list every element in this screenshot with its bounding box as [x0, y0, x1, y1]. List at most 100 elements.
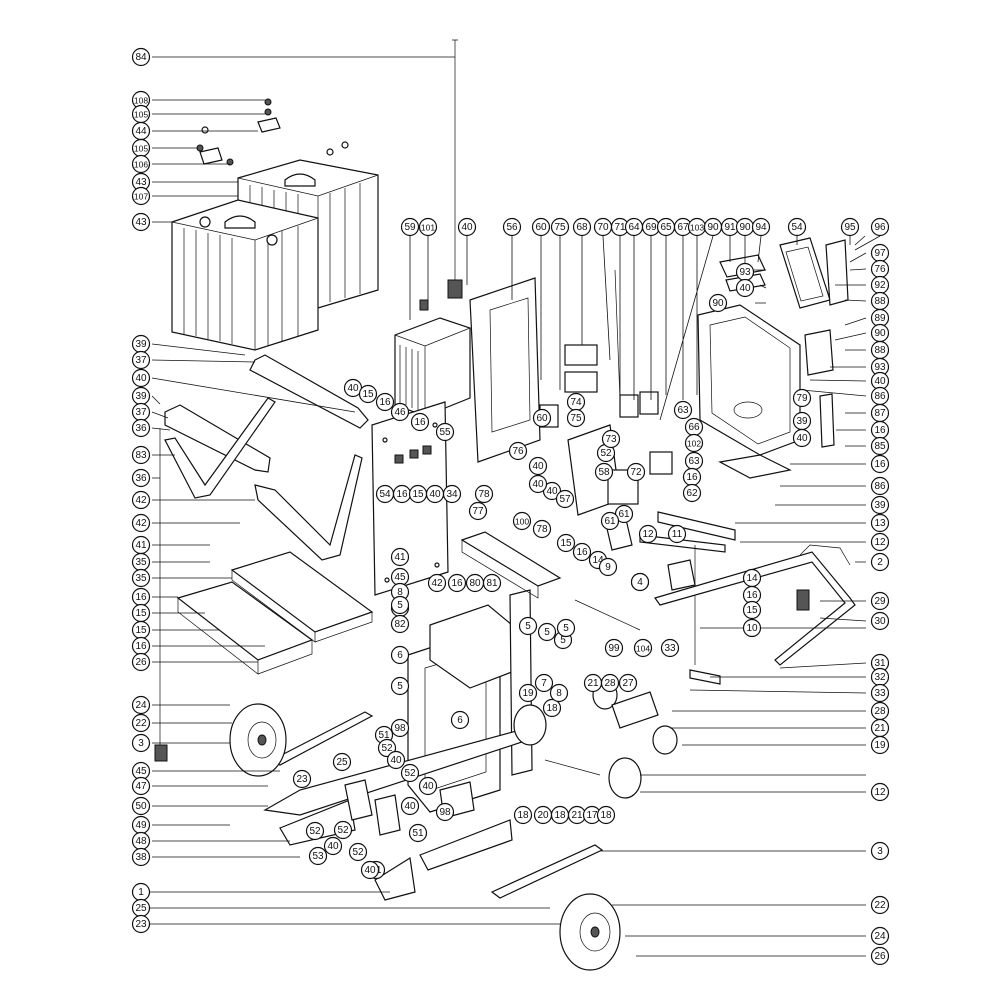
callout-2: 2: [870, 552, 890, 572]
callout-number: 5: [397, 600, 403, 611]
callout-circle: [348, 842, 368, 862]
callout-number: 14: [746, 573, 758, 584]
callout-37: 37: [131, 350, 151, 370]
callout-circle: [735, 278, 755, 298]
callout-circle: [375, 392, 395, 412]
callout-47: 47: [131, 776, 151, 796]
callout-39: 39: [131, 386, 151, 406]
callout-17: 17: [582, 805, 602, 825]
callout-circle: [390, 595, 410, 615]
callout-65: 65: [656, 217, 676, 237]
callout-number: 86: [874, 391, 886, 402]
callout-number: 23: [135, 919, 147, 930]
enclosure-box: [697, 304, 801, 456]
callout-circle: [305, 821, 325, 841]
callout-78: 78: [532, 519, 552, 539]
callout-76: 76: [508, 441, 528, 461]
callout-circle: [435, 422, 455, 442]
callout-18: 18: [596, 805, 616, 825]
callout-number: 51: [378, 730, 390, 741]
callout-number: 24: [874, 931, 886, 942]
callout-circle: [131, 418, 151, 438]
axle-parts: [544, 511, 736, 776]
callout-number: 46: [394, 407, 406, 418]
callout-number: 15: [560, 538, 572, 549]
callout-49: 49: [131, 815, 151, 835]
callout-97: 97: [870, 243, 890, 263]
callout-42: 42: [131, 490, 151, 510]
callout-circle: [131, 847, 151, 867]
callout-number: 16: [874, 459, 886, 470]
callout-103: 103: [687, 217, 707, 237]
callout-number: 56: [506, 222, 518, 233]
callout-50: 50: [131, 796, 151, 816]
callout-number: 1: [138, 887, 144, 898]
callout-number: 75: [570, 413, 582, 424]
callout-15: 15: [556, 533, 576, 553]
callout-circle: [870, 841, 890, 861]
callout-23: 23: [292, 769, 312, 789]
callout-circle: [870, 946, 890, 966]
callout-58: 58: [594, 462, 614, 482]
callout-circle: [870, 476, 890, 496]
callout-circle: [673, 400, 693, 420]
callout-number: 108: [134, 96, 148, 106]
callout-circle: [684, 433, 704, 453]
callout-circle: [131, 652, 151, 672]
callout-89: 89: [870, 308, 890, 328]
callout-number: 86: [874, 481, 886, 492]
callout-number: 42: [135, 495, 147, 506]
callout-circle: [600, 511, 620, 531]
callout-circle: [870, 895, 890, 915]
callout-68: 68: [572, 217, 592, 237]
callout-circle: [386, 750, 406, 770]
charger-part: [394, 299, 471, 417]
callout-number: 16: [379, 397, 391, 408]
callout-104: 104: [633, 638, 653, 658]
callout-number: 45: [394, 572, 406, 583]
callout-number: 64: [628, 222, 640, 233]
callout-number: 40: [327, 841, 339, 852]
callout-6: 6: [450, 710, 470, 730]
callout-circle: [531, 217, 551, 237]
callout-3: 3: [131, 733, 151, 753]
callout-53: 53: [308, 846, 328, 866]
callout-circle: [400, 763, 420, 783]
callout-5: 5: [518, 616, 538, 636]
callout-number: 22: [135, 718, 147, 729]
callout-circle: [708, 293, 728, 313]
callout-circle: [600, 673, 620, 693]
callout-28: 28: [870, 701, 890, 721]
callout-16: 16: [870, 454, 890, 474]
callout-28: 28: [600, 673, 620, 693]
callout-number: 84: [135, 52, 147, 63]
callout-number: 5: [397, 681, 403, 692]
callout-number: 40: [796, 433, 808, 444]
callout-number: 74: [570, 397, 582, 408]
callout-16: 16: [392, 484, 412, 504]
callout-number: 15: [135, 625, 147, 636]
leader-lines: [141, 56, 881, 957]
callout-number: 105: [134, 144, 148, 154]
callout-42: 42: [427, 573, 447, 593]
callout-33: 33: [660, 638, 680, 658]
callout-number: 85: [874, 441, 886, 452]
callout-circle: [556, 618, 576, 638]
callout-number: 54: [791, 222, 803, 233]
callout-circle: [131, 154, 151, 174]
callout-16: 16: [870, 420, 890, 440]
callout-10: 10: [742, 618, 762, 638]
callout-circle: [792, 428, 812, 448]
callout-22: 22: [870, 895, 890, 915]
callout-number: 39: [796, 416, 808, 427]
callout-54: 54: [787, 217, 807, 237]
callout-circle: [870, 591, 890, 611]
callout-78: 78: [474, 484, 494, 504]
callout-number: 42: [431, 578, 443, 589]
callout-number: 52: [309, 826, 321, 837]
callout-circle: [390, 402, 410, 422]
enclosure-cover: [779, 237, 849, 309]
callout-number: 8: [397, 587, 403, 598]
callout-number: 30: [874, 616, 886, 627]
